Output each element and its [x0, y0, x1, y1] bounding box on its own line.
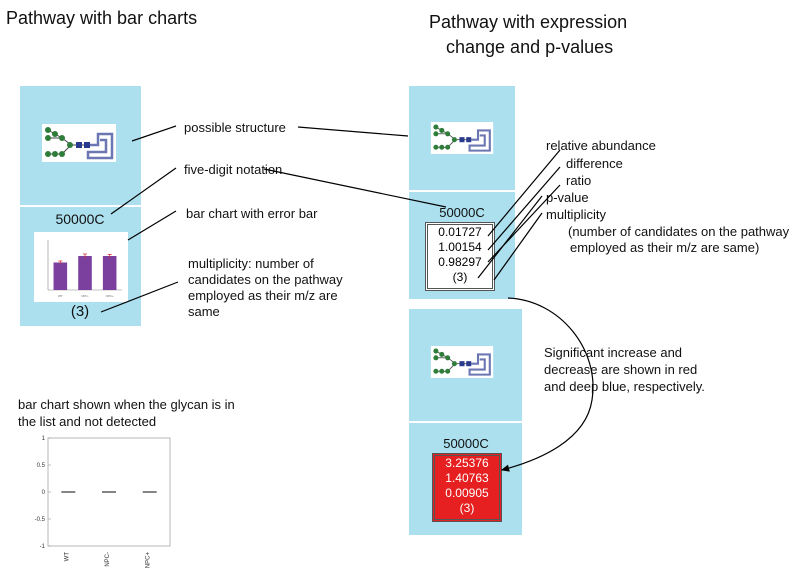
right-bottom-glycan-code: 50000C: [443, 436, 489, 451]
y-tick-label: 0.5: [37, 463, 46, 469]
node-divider: [20, 205, 141, 207]
tick-label: WT: [58, 294, 63, 298]
pvalue-label: p-value: [546, 190, 589, 205]
bar-chart-with-error-bars: WT NPC- NPC+: [34, 232, 128, 302]
number-of-candidates-note: (number of candidates on the pathway emp…: [568, 224, 790, 255]
x-tick-label: NPC-: [105, 552, 111, 567]
right-top-glycan-code: 50000C: [439, 205, 485, 220]
multiplicity-description: multiplicity: number of candidates on th…: [188, 256, 343, 319]
difference-label: difference: [566, 156, 623, 171]
five-digit-notation-label: five-digit notation: [184, 162, 283, 177]
left-glycan-code: 50000C: [55, 211, 105, 227]
left-glycan-structure-icon: [42, 124, 116, 162]
right-title-line2: change and p-values: [446, 37, 614, 57]
y-tick-label: -0.5: [35, 517, 46, 523]
relative-abundance-value: 0.01727: [438, 225, 482, 239]
bar: [78, 256, 92, 290]
bar: [102, 256, 117, 290]
y-tick-label: 1: [42, 436, 46, 442]
significance-note: Significant increase and decrease are sh…: [544, 345, 705, 394]
pvalue-value: 0.00905: [445, 486, 489, 500]
multiplicity-label: multiplicity: [546, 207, 606, 222]
left-title: Pathway with bar charts: [6, 8, 198, 28]
right-top-glycan-structure-icon: [430, 122, 494, 154]
bar: [53, 262, 68, 290]
possible-structure-label: possible structure: [184, 120, 286, 135]
pvalue-value: 0.98297: [438, 255, 482, 269]
not-detected-note: bar chart shown when the glycan is in th…: [18, 397, 235, 429]
not-detected-bar-chart: 1 0.5 0 -0.5 -1WT NPC- NPC+: [35, 436, 171, 569]
x-tick-label: WT: [64, 552, 70, 562]
ratio-value: 1.40763: [445, 471, 489, 485]
right-bottom-value-box: 3.25376 1.40763 0.00905 (3): [432, 453, 502, 522]
ratio-value: 1.00154: [438, 240, 482, 254]
tick-label: NPC-: [81, 294, 88, 298]
multiplicity-value: (3): [459, 501, 475, 515]
right-top-value-box: 0.01727 1.00154 0.98297 (3): [425, 222, 495, 291]
left-multiplicity: (3): [70, 303, 90, 320]
tick-label: NPC+: [106, 294, 114, 298]
y-tick-label: 0: [42, 490, 46, 496]
x-tick-label: NPC+: [146, 552, 152, 569]
relative-abundance-label: relative abundance: [546, 138, 656, 153]
right-bottom-glycan-structure-icon: [430, 346, 494, 378]
right-title-line1: Pathway with expression: [429, 12, 628, 32]
multiplicity-value: (3): [452, 270, 468, 284]
y-tick-label: -1: [40, 544, 46, 550]
bar-chart-error-label: bar chart with error bar: [186, 206, 318, 221]
node-divider: [409, 190, 515, 192]
ratio-label: ratio: [566, 173, 592, 188]
relative-abundance-value: 3.25376: [445, 456, 489, 470]
node-divider: [409, 421, 522, 423]
